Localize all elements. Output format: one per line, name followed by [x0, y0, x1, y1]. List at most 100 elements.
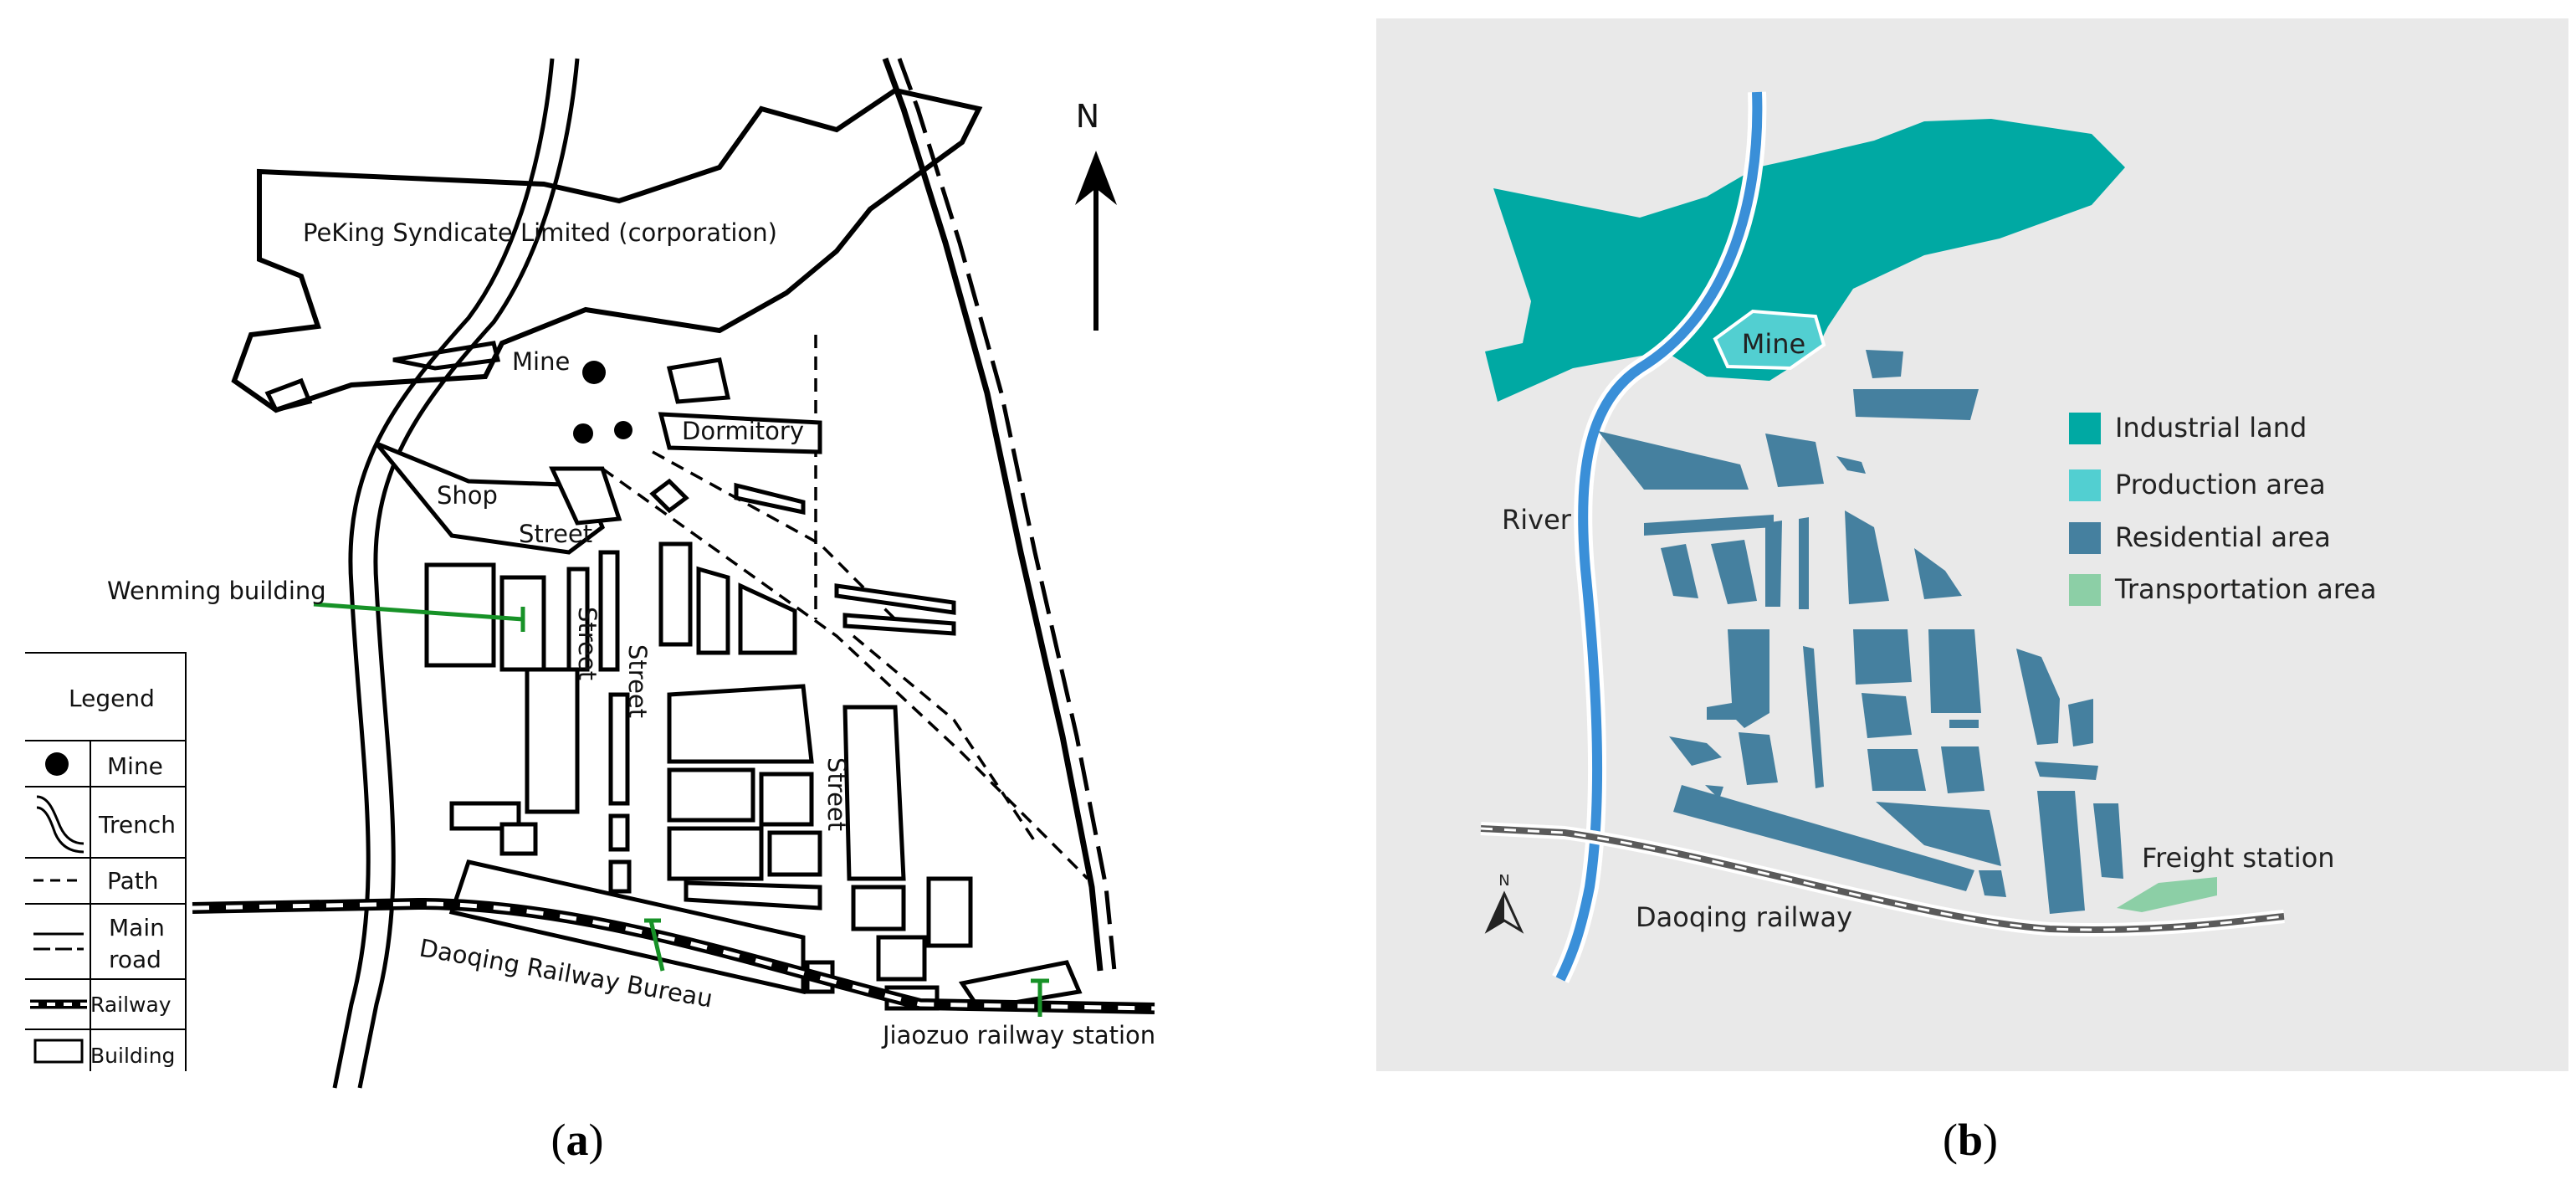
- main-road-east: [882, 57, 1104, 972]
- legend-a-mine-symbol: [45, 752, 69, 776]
- res-block-15: [1853, 629, 1912, 685]
- river-water: [1555, 91, 1763, 982]
- res-block-12: [1914, 548, 1962, 599]
- label-jiaozuo-station: Jiaozuo railway station: [881, 1021, 1155, 1049]
- res-block-16: [1928, 629, 1981, 713]
- building-road-strip-3: [834, 583, 956, 615]
- label-b-railway: Daoqing railway: [1636, 901, 1852, 933]
- building-block-21: [842, 705, 906, 881]
- res-block-24: [1941, 746, 1984, 793]
- north-label-b: N: [1498, 872, 1509, 890]
- res-block-9: [1765, 521, 1782, 607]
- res-block-21: [1669, 736, 1722, 766]
- res-block-1: [1866, 350, 1903, 378]
- trench-right-bank: [357, 58, 580, 1089]
- building-block-25: [926, 876, 973, 948]
- path-diagonal-1: [601, 467, 1089, 880]
- building-block-11: [667, 767, 755, 823]
- pointer-wenming: [313, 602, 524, 622]
- building-road-strip-2: [842, 613, 956, 636]
- res-block-30: [2093, 803, 2123, 879]
- res-block-19: [1862, 693, 1912, 738]
- legend-a-mainroad-label-1: Main: [109, 914, 165, 941]
- label-dormitory: Dormitory: [682, 417, 804, 445]
- building-block-15: [684, 880, 822, 911]
- res-block-27: [1705, 785, 1723, 799]
- legend-a-building-label: Building: [90, 1044, 175, 1068]
- label-b-mine: Mine: [1742, 328, 1805, 360]
- label-wenming: Wenming building: [107, 577, 326, 605]
- building-diamond: [649, 478, 689, 514]
- building-shop-2: [549, 466, 622, 526]
- mine-dot-3: [614, 421, 632, 439]
- caption-a-close: ): [589, 1115, 604, 1165]
- building-dormitory: [658, 412, 822, 454]
- building-block-17: [499, 822, 538, 856]
- caption-b-open: (: [1943, 1115, 1958, 1165]
- label-b-river: River: [1502, 504, 1572, 536]
- res-block-14: [1803, 646, 1824, 788]
- legend-b: Industrial land Production area Resident…: [2069, 412, 2377, 606]
- label-street-top: Street: [519, 520, 592, 548]
- building-block-14: [767, 830, 822, 877]
- res-block-17: [2016, 649, 2060, 745]
- res-block-29: [2037, 791, 2085, 914]
- industrial-land: [1485, 119, 2125, 402]
- north-arrow-a: N: [1075, 98, 1117, 331]
- res-block-8: [1711, 540, 1757, 604]
- res-block-11: [1845, 510, 1889, 604]
- caption-a-open: (: [551, 1115, 566, 1165]
- building-block-18: [608, 813, 630, 852]
- trench-left-bank: [332, 58, 555, 1089]
- residential-blocks: [1598, 350, 2123, 914]
- north-arrow-b-fill: [1488, 894, 1504, 931]
- res-block-3: [1598, 431, 1749, 490]
- building-block-4: [598, 550, 620, 672]
- production-area-mine: [1713, 309, 1826, 371]
- label-corporation: PeKing Syndicate Limited (corporation): [303, 218, 777, 247]
- corporation-inner-notch: [392, 341, 501, 371]
- building-block-7: [738, 582, 797, 655]
- corporation-boundary: [231, 87, 983, 413]
- res-block-25: [2035, 762, 2098, 780]
- caption-a: (a): [551, 1115, 604, 1165]
- res-block-26: [1673, 785, 1974, 891]
- res-block-28: [1876, 802, 2001, 866]
- res-block-31: [1979, 870, 2006, 897]
- legend-b-swatch-production: [2069, 469, 2101, 501]
- path-diagonal-3: [852, 634, 1039, 846]
- legend-a-mine-label: Mine: [107, 752, 163, 780]
- res-block-6: [1644, 515, 1774, 536]
- north-label-a: N: [1076, 98, 1099, 135]
- res-block-10: [1799, 517, 1809, 609]
- res-block-20: [1949, 720, 1979, 728]
- building-road-strip-1: [734, 482, 806, 516]
- label-b-freight: Freight station: [2142, 842, 2335, 874]
- res-block-23: [1867, 749, 1926, 791]
- building-block-22: [851, 885, 906, 931]
- railway-b-ties: [1480, 827, 2285, 931]
- res-block-2: [1853, 389, 1979, 420]
- legend-b-label-production: Production area: [2115, 469, 2326, 500]
- legend-a-trench-symbol-2: [36, 806, 85, 854]
- railway-line-ties: [192, 901, 1155, 1011]
- legend-a-railway-label: Railway: [90, 993, 172, 1017]
- building-dormitory-top: [666, 357, 731, 404]
- label-street-v3: Street: [822, 757, 851, 831]
- legend-a-trench-label: Trench: [98, 811, 176, 839]
- legend-a: Legend Mine Trench Path Main road Railwa…: [25, 652, 187, 1071]
- building-block-8: [525, 667, 580, 814]
- panel-b-map: Mine River Freight station Daoqing railw…: [1376, 18, 2568, 1071]
- res-block-13: [1707, 629, 1769, 728]
- caption-a-letter: a: [566, 1115, 589, 1165]
- pointer-bureau: [648, 920, 665, 972]
- building-block-19: [608, 859, 632, 894]
- res-block-5: [1836, 456, 1866, 474]
- legend-b-label-residential: Residential area: [2115, 521, 2331, 553]
- legend-a-trench-symbol: [36, 795, 85, 845]
- legend-b-swatch-industrial: [2069, 413, 2101, 444]
- caption-b: (b): [1943, 1115, 1998, 1165]
- building-block-23: [876, 935, 927, 982]
- building-block-13: [667, 826, 764, 881]
